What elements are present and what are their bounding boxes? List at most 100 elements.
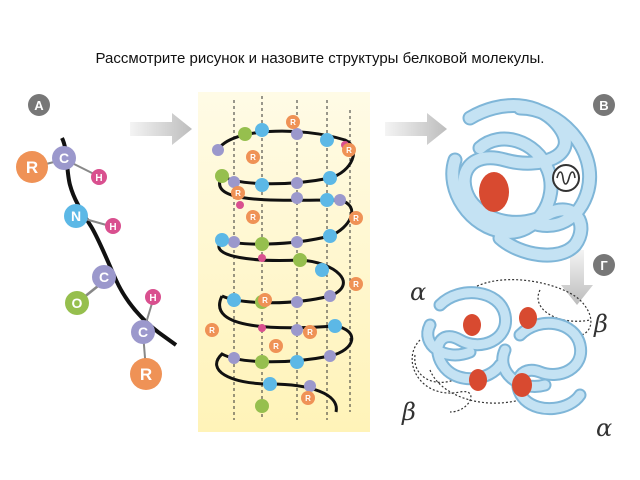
helix-atom [258,254,266,262]
alpha-label-right: α [596,414,612,442]
helix-atom [255,237,269,251]
atom-c-mid: C [92,265,116,289]
helix-atom [291,128,303,140]
svg-text:Г: Г [600,258,608,273]
helix-atom [291,296,303,308]
helix-atom [215,169,229,183]
svg-text:R: R [346,146,352,155]
svg-text:R: R [262,296,268,305]
helix-atom [212,144,224,156]
arrow-v-to-g-icon [561,250,593,305]
svg-text:R: R [26,158,38,177]
helix-atom [291,177,303,189]
helix-atom [227,293,241,307]
helix-atom [228,176,240,188]
helix-r-group: R [301,391,315,405]
heme-group-icon [479,172,509,212]
svg-text:C: C [59,150,69,166]
helix-r-group: R [349,211,363,225]
svg-text:R: R [209,326,215,335]
beta-label-left: β [401,398,416,426]
helix-atom [238,127,252,141]
primary-structure: R C H N H C O H [16,137,178,390]
svg-text:R: R [290,118,296,127]
atom-n: N [64,204,88,228]
heme-group-icon [469,369,487,391]
helix-atom [291,192,303,204]
helix-atom [228,236,240,248]
svg-text:R: R [307,328,313,337]
svg-text:R: R [250,153,256,162]
svg-text:R: R [250,213,256,222]
helix-atom [320,193,334,207]
svg-text:R: R [353,280,359,289]
helix-r-group: R [231,186,245,200]
helix-atom [258,324,266,332]
atom-c-bottom: C [131,320,155,344]
panel-label-g: Г [593,254,615,276]
helix-atom [304,380,316,392]
helix-r-group: R [205,323,219,337]
svg-text:R: R [235,189,241,198]
svg-text:C: C [138,324,148,340]
helix-atom [323,171,337,185]
panel-label-a: А [28,94,50,116]
helix-atom [263,377,277,391]
atom-o: O [65,291,89,315]
helix-r-group: R [342,143,356,157]
heme-group-icon [519,307,537,329]
atom-c-top: C [52,146,76,170]
helix-atom [255,123,269,137]
alpha-label-left: α [410,278,426,306]
helix-r-group: R [269,339,283,353]
helix-atom [215,233,229,247]
helix-atom [293,253,307,267]
helix-atom [290,355,304,369]
svg-text:H: H [109,222,116,233]
helix-symbol-icon [552,164,580,192]
heme-group-icon [512,373,532,397]
helix-r-group: R [246,210,260,224]
panel-label-v: В [593,94,615,116]
helix-atom [228,352,240,364]
svg-text:C: C [99,269,109,285]
atom-h-top: H [91,169,107,185]
helix-r-group: R [258,293,272,307]
svg-text:H: H [149,293,156,304]
page-title: Рассмотрите рисунок и назовите структуры… [95,50,545,67]
svg-text:R: R [140,365,152,384]
helix-atom [324,350,336,362]
helix-atom [255,355,269,369]
svg-text:O: O [72,295,83,311]
svg-text:А: А [34,98,44,113]
helix-atom [236,201,244,209]
svg-text:R: R [305,394,311,403]
svg-text:N: N [71,208,81,224]
helix-atom [255,178,269,192]
helix-r-group: R [286,115,300,129]
heme-group-icon [463,314,481,336]
helix-r-group: R [246,150,260,164]
helix-atom [320,133,334,147]
beta-label-right: β [593,310,608,338]
atom-h-n: H [105,218,121,234]
helix-r-group: R [303,325,317,339]
quaternary-structure: α β β α [401,278,612,442]
helix-atom [291,236,303,248]
atom-r-bottom: R [130,358,162,390]
helix-r-group: R [349,277,363,291]
helix-atom [255,399,269,413]
atom-r-top: R [16,151,48,183]
svg-text:R: R [353,214,359,223]
secondary-structure-helix: R R R R R R R R R R R R [198,92,370,432]
helix-atom [323,229,337,243]
helix-atom [324,290,336,302]
svg-text:R: R [273,342,279,351]
helix-atom [328,319,342,333]
svg-text:H: H [95,173,102,184]
arrow-b-to-v-icon [385,113,447,145]
helix-atom [315,263,329,277]
svg-text:В: В [599,98,608,113]
helix-atom [334,194,346,206]
